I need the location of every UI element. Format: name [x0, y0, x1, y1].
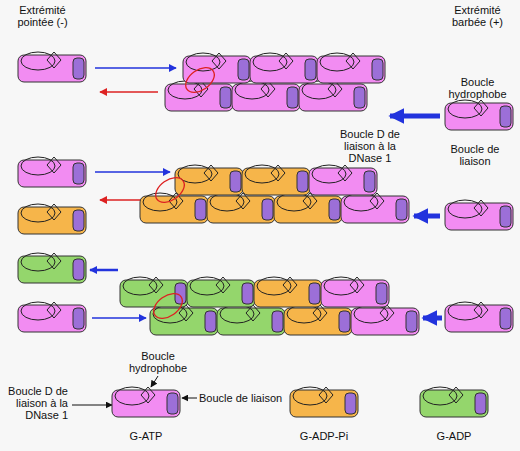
binding-loop — [167, 393, 178, 414]
free-monomer — [445, 302, 513, 332]
filament-monomer — [232, 81, 300, 111]
association-arrow — [95, 171, 170, 172]
legend-swatch-group — [420, 387, 488, 417]
filament-monomer — [309, 165, 377, 195]
callout-label: Boucle hydrophobe — [440, 76, 515, 100]
association-arrow — [92, 317, 146, 318]
filament-monomer — [165, 81, 233, 111]
callout-label: Extrémité barbée (+) — [440, 4, 515, 28]
dloop-shape — [115, 387, 149, 405]
free-monomer — [18, 52, 86, 82]
association-arrow — [423, 316, 442, 321]
filament-monomer — [183, 53, 251, 83]
filament-monomer — [242, 165, 310, 195]
highlight-loop — [181, 63, 219, 98]
callout-label: Boucle de liaison — [199, 392, 299, 404]
free-monomer — [445, 100, 513, 130]
association-arrow — [390, 114, 440, 119]
legend — [112, 387, 488, 417]
association-arrow — [95, 67, 176, 68]
legend-label: G-ADP — [420, 430, 488, 442]
callout-label: Extrémité pointée (-) — [5, 4, 80, 28]
filament-monomer — [150, 305, 218, 335]
hydrophobic-loop — [449, 387, 463, 403]
dloop-shape — [293, 387, 327, 405]
binding-loop — [475, 393, 486, 414]
binding-loop — [345, 393, 356, 414]
filament-monomer — [254, 277, 322, 307]
filament-monomer — [175, 165, 243, 195]
dissociation-arrow — [100, 91, 158, 92]
filament-monomer — [341, 193, 409, 223]
filament-monomer — [207, 193, 275, 223]
hydrophobic-loop — [319, 387, 333, 403]
free-monomer — [18, 302, 86, 332]
filament-monomer — [217, 305, 285, 335]
highlight-loop — [149, 289, 187, 324]
free-monomer — [18, 253, 86, 283]
filament-monomer — [250, 53, 318, 83]
filament-monomer — [299, 81, 367, 111]
free-monomer — [445, 200, 513, 230]
dissociation-arrow — [90, 269, 118, 272]
highlight-loop — [151, 173, 189, 208]
legend-label: G-ADP-Pi — [282, 430, 366, 442]
filament-monomer — [140, 193, 208, 223]
legend-swatch-group — [112, 387, 180, 417]
association-arrow — [414, 214, 440, 219]
callout-label: Boucle D de liaison à la DNase 1 — [338, 128, 402, 164]
filament-monomer — [317, 53, 385, 83]
legend-swatch-group — [290, 387, 358, 417]
filament-monomer — [284, 305, 352, 335]
filament-monomer — [120, 277, 188, 307]
filament-monomer — [274, 193, 342, 223]
callout-label: Boucle hydrophobe — [118, 350, 198, 374]
leader-line — [151, 376, 158, 387]
leader-line — [182, 398, 197, 399]
free-monomer — [18, 157, 86, 187]
leader-line — [72, 405, 112, 406]
hydrophobic-loop — [141, 387, 155, 403]
callout-label: Boucle de liaison — [440, 143, 510, 167]
legend-label: G-ATP — [112, 430, 180, 442]
free-monomer — [18, 204, 86, 234]
filament-monomer — [187, 277, 255, 307]
filament-monomer — [351, 305, 419, 335]
dloop-shape — [423, 387, 457, 405]
filament-monomer — [321, 277, 389, 307]
callout-label: Boucle D de liaison à la DNase 1 — [4, 385, 68, 421]
